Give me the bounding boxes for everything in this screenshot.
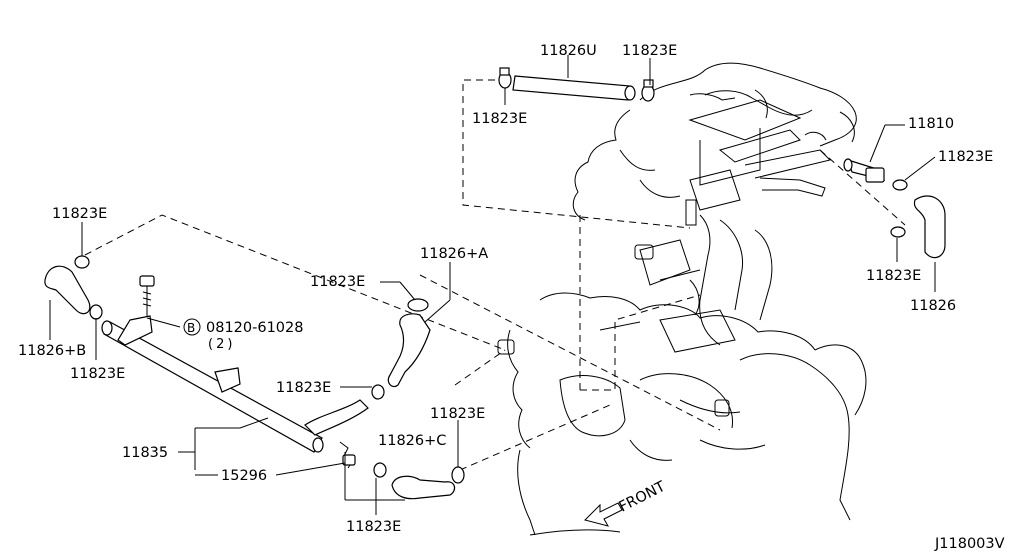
engine-outline: [497, 62, 867, 536]
clamp-11823e-topleft: [498, 67, 512, 89]
label-11823e-left: 11823E: [52, 206, 107, 222]
label-11823e-c: 11823E: [430, 406, 485, 422]
label-11823e-left2: 11823E: [70, 366, 125, 382]
clip-15296: [339, 441, 356, 469]
hose-11826c: [391, 475, 456, 500]
labels: 11826U 11823E 11823E 11810 11823E 11823E…: [18, 43, 1005, 552]
label-11826c: 11826+C: [378, 433, 446, 449]
label-11823e-right2: 11823E: [866, 268, 921, 284]
clamp-11823e-bottom: [373, 462, 387, 478]
clamp-11823e-mid: [407, 298, 429, 312]
label-11826b: 11826+B: [18, 343, 86, 359]
label-15296: 15296: [221, 468, 267, 484]
bolt-08120-61028: [139, 275, 155, 318]
hose-11826a: [387, 313, 431, 388]
label-11823e-mid2: 11823E: [276, 380, 331, 396]
label-front: FRONT: [617, 479, 669, 516]
label-bolt-qty: (2): [208, 337, 235, 352]
clamp-11823e-right1: [892, 179, 908, 191]
clamp-11823e-top: [641, 79, 655, 102]
valve-11810: [843, 158, 885, 183]
leader-lines: [49, 55, 936, 515]
pipe-11835: [101, 315, 324, 453]
clamp-11823e-right2: [890, 226, 906, 238]
front-arrow-icon: [584, 502, 623, 527]
label-11835: 11835: [122, 445, 168, 461]
hose-link: [304, 399, 369, 436]
label-11823e-bottom: 11823E: [346, 519, 401, 535]
clamp-11823e-left: [74, 255, 90, 269]
label-11826a: 11826+A: [420, 246, 488, 262]
routing-lines: [84, 79, 906, 471]
label-11826: 11826: [910, 298, 956, 314]
clamp-11823e-c: [451, 466, 465, 484]
label-bolt-code: 08120-61028: [206, 320, 304, 336]
bolt-marker-circle: [183, 318, 201, 336]
hose-11826: [913, 195, 946, 259]
clamp-11823e-mid2: [371, 384, 385, 400]
label-11823e-topleft: 11823E: [472, 111, 527, 127]
clamp-11823e-left2: [89, 304, 103, 320]
hose-11826u: [512, 75, 636, 101]
label-11810: 11810: [908, 116, 954, 132]
label-bolt-marker: B: [187, 321, 195, 335]
label-11823e-top: 11823E: [622, 43, 677, 59]
label-11823e-mid: 11823E: [310, 274, 365, 290]
label-11823e-right1: 11823E: [938, 149, 993, 165]
label-11826u: 11826U: [540, 43, 597, 59]
hose-11826b: [44, 265, 91, 315]
label-diagram-code: J118003V: [934, 536, 1005, 552]
